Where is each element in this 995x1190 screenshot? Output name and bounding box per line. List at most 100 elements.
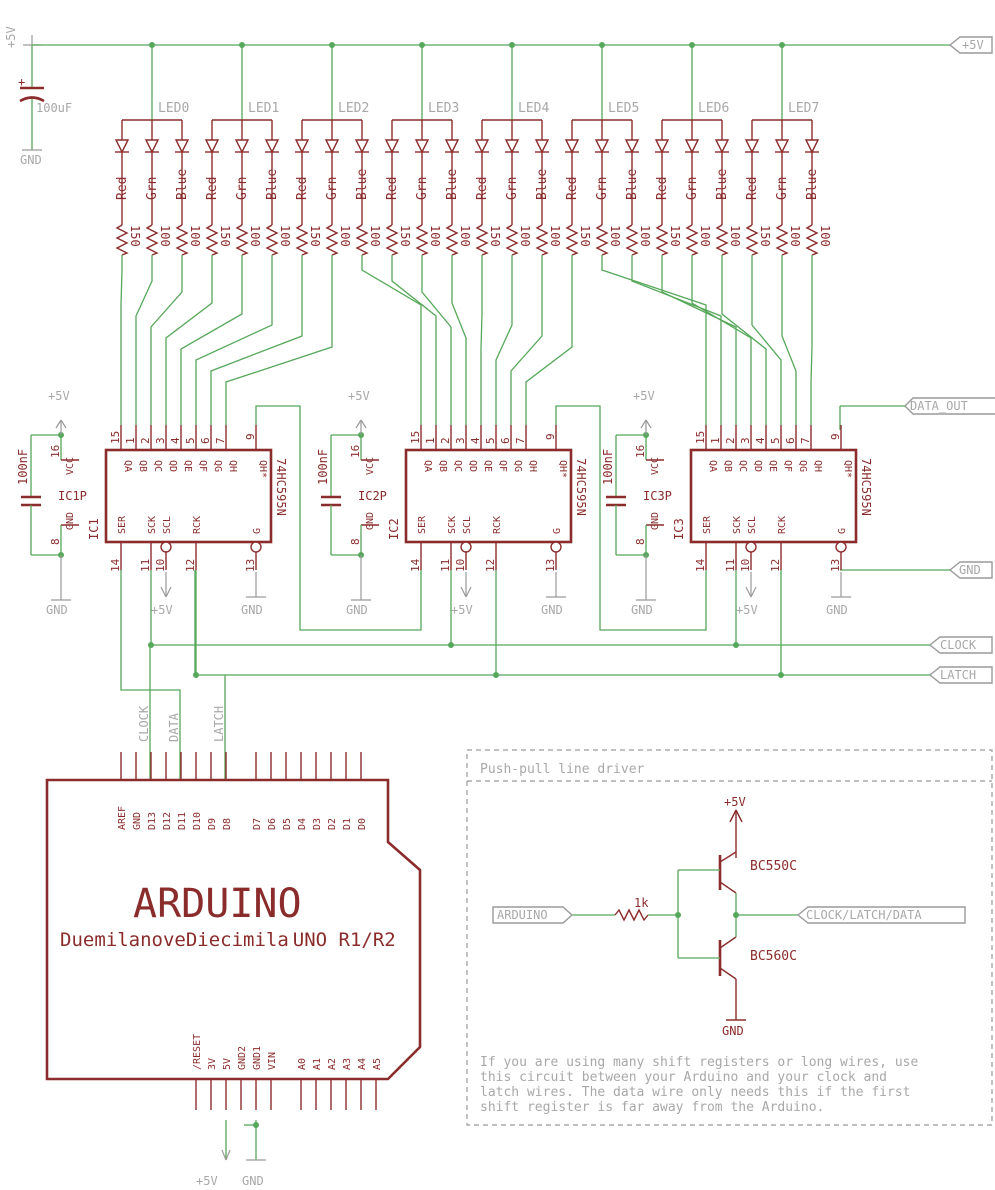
ic-pin-num: 4: [469, 437, 482, 444]
ic-cap-value: 100nF: [16, 449, 30, 485]
resistor-value: 100: [818, 225, 832, 247]
ic-pin-num: 9: [829, 433, 842, 440]
led-color-label: Red: [655, 177, 670, 200]
led-label: LED0: [158, 101, 189, 116]
arduino-top-pin: D10: [192, 812, 203, 830]
ic-gnd-label: GND: [46, 603, 68, 617]
arduino-top-pin: D8: [222, 818, 233, 830]
ic-pin-num: 5: [769, 437, 782, 444]
ic-pin-name: RCK: [777, 516, 788, 534]
ic-pin-name: QC: [452, 460, 463, 472]
driver-pnp: BC560C: [750, 949, 797, 964]
ic-pin-name: QH*: [557, 460, 568, 478]
ic-part: 74HC595N: [859, 458, 873, 516]
ic-3-routing: [601, 255, 813, 425]
arduino-top-pin: GND: [132, 812, 143, 830]
led-color-label: Grn: [325, 177, 340, 200]
arduino-bottom-pin: GND1: [252, 1046, 263, 1070]
ic-pin-num: 6: [784, 437, 797, 444]
ic-cap-value: 100nF: [601, 449, 615, 485]
led-color-label: Grn: [415, 177, 430, 200]
ic-pin-num: 3: [154, 437, 167, 444]
ic-pin-num: 7: [214, 437, 227, 444]
driver-npn: BC550C: [750, 859, 797, 874]
ic-pin-num: 10: [154, 559, 167, 572]
driver-note-2: this circuit between your Arduino and yo…: [480, 1070, 887, 1085]
resistor-value: 100: [158, 225, 172, 247]
net-label-gnd: GND: [948, 561, 993, 579]
ic-pin-name: VCC: [65, 457, 76, 475]
ic-pin-name: QH: [812, 460, 823, 472]
led-color-label: Red: [115, 177, 130, 200]
ic-vcc-label: +5V: [48, 389, 70, 403]
ic-pin-name: QG: [212, 460, 223, 472]
ic-pin-num: 11: [724, 559, 737, 572]
resistor-value: 100: [608, 225, 622, 247]
bus-wires: [150, 405, 950, 676]
ic-pin-name: RCK: [492, 516, 503, 534]
ic-pin-name: QA: [122, 460, 133, 472]
arduino-wire-data: DATA: [167, 712, 181, 742]
resistor-value: 100: [248, 225, 262, 247]
resistor-value: 150: [308, 225, 322, 247]
ic-pin-num: 8: [349, 538, 362, 545]
led-color-label: Red: [205, 177, 220, 200]
ic-pin-num: 6: [199, 437, 212, 444]
svg-text:CLOCK: CLOCK: [940, 638, 977, 652]
ic-pin-num: 5: [484, 437, 497, 444]
ic-2-routing: [361, 255, 573, 425]
ic-pin-num: 15: [109, 431, 122, 444]
led-color-label: Grn: [685, 177, 700, 200]
ic-g-gnd: GND: [541, 603, 563, 617]
ic-1: IC174HC595NQA15QB1QC2QD3QE4QF5QG6QH7QH*9…: [16, 389, 288, 678]
arduino-top-pin: D9: [207, 818, 218, 830]
resistor-value: 100: [278, 225, 292, 247]
supply-section: +5V + 100uF GND: [4, 26, 950, 167]
ic-pin-name: QD: [752, 460, 763, 472]
arduino-top-pin: D2: [327, 818, 338, 830]
led-color-label: Blue: [715, 169, 730, 200]
ic-1-routing: [120, 255, 333, 425]
led-color-label: Grn: [235, 177, 250, 200]
led-color-label: Red: [745, 177, 760, 200]
ic-pin-num: 5: [184, 437, 197, 444]
driver-vcc: +5V: [724, 795, 746, 809]
ic-pin-num: 15: [694, 431, 707, 444]
ic-pin-num: 13: [544, 559, 557, 572]
led-color-label: Blue: [355, 169, 370, 200]
ic-pin-name: QA: [707, 460, 718, 472]
arduino-wire-latch: LATCH: [212, 706, 226, 742]
resistor-value: 150: [668, 225, 682, 247]
resistor-value: 100: [788, 225, 802, 247]
ic-pin-name: VCC: [365, 457, 376, 475]
driver-resistor: 1k: [634, 896, 649, 910]
ic-pin-num: 13: [244, 559, 257, 572]
ic-g-gnd: GND: [241, 603, 263, 617]
ic-ref: IC1: [87, 518, 101, 540]
ic-pin-name: QG: [512, 460, 523, 472]
ic-pin-num: 11: [439, 559, 452, 572]
ic-pin-num: 16: [49, 445, 62, 458]
ic-pin-name: QH*: [257, 460, 268, 478]
arduino-top-pin: D0: [357, 818, 368, 830]
driver-out-label: CLOCK/LATCH/DATA: [806, 908, 922, 922]
ic-pin-name: GND: [650, 512, 661, 530]
resistor-value: 150: [128, 225, 142, 247]
driver-in-label: ARDUINO: [497, 908, 548, 922]
resistor-value: 100: [728, 225, 742, 247]
ic-pin-num: 2: [724, 437, 737, 444]
ic-pin-name: G: [552, 528, 563, 534]
ic-pin-name: SER: [417, 515, 428, 534]
ic-pin-name: SCK: [147, 516, 158, 534]
ic-pin-name: QB: [137, 460, 148, 472]
ic-cap-value: 100nF: [316, 449, 330, 485]
arduino-top-pin: AREF: [117, 806, 128, 830]
resistor-value: 150: [218, 225, 232, 247]
ic-pin-name: QA: [422, 460, 433, 472]
arduino-bottom-pin: A5: [372, 1058, 383, 1070]
ic-pin-name: QB: [437, 460, 448, 472]
